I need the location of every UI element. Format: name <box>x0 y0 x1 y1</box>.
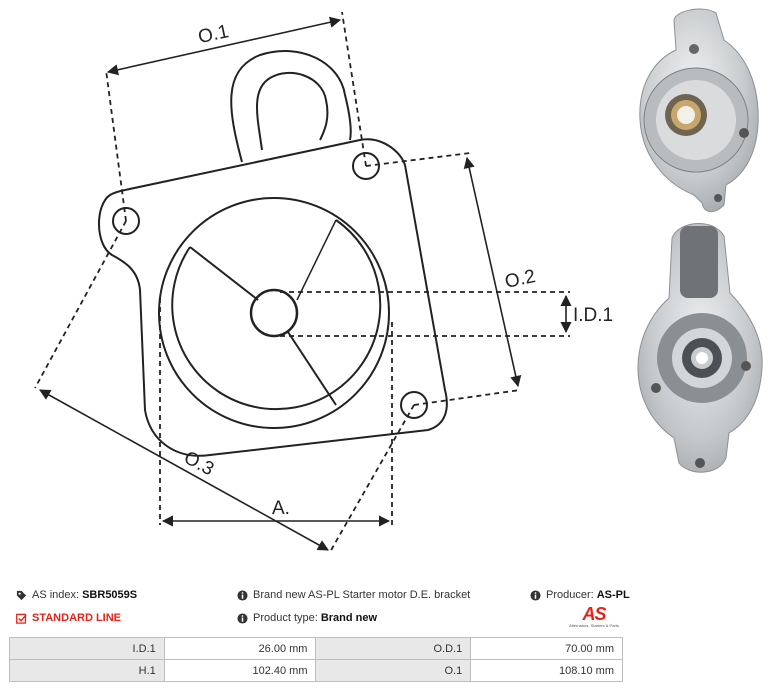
center-bore <box>249 288 299 338</box>
as-index: AS index: SBR5059S <box>16 589 137 601</box>
logo-tagline: Alternators, Starters & Parts <box>569 623 619 628</box>
inner-ring <box>171 219 382 411</box>
product-photo-front <box>639 8 759 212</box>
mount-hole-left <box>112 207 140 235</box>
spec-label: I.D.1 <box>9 637 165 660</box>
product-type: Product type: Brand new <box>237 612 377 624</box>
dim-o3-arrow <box>39 389 329 551</box>
dim-label-o3: O.3 <box>180 447 217 480</box>
info-icon <box>237 612 248 624</box>
spec-table: I.D.1 26.00 mm O.D.1 70.00 mm H.1 102.40… <box>9 637 623 682</box>
producer-label: Producer: <box>546 589 594 601</box>
checkbox-check-icon <box>16 613 27 624</box>
mount-hole-top <box>352 152 380 180</box>
technical-drawing: O.1 O.2 O.3 I.D.1 A. <box>34 11 613 553</box>
as-pl-logo: AS Alternators, Starters & Parts <box>563 605 625 633</box>
info-icon <box>237 589 248 601</box>
product-type-label: Product type: <box>253 612 318 624</box>
description-text: Brand new AS-PL Starter motor D.E. brack… <box>253 589 471 601</box>
spec-label: O.D.1 <box>315 637 472 660</box>
product-type-value: Brand new <box>320 612 378 624</box>
dim-label-a: A. <box>272 498 290 519</box>
table-row: H.1 102.40 mm O.1 108.10 mm <box>9 659 623 682</box>
info-icon <box>530 589 541 601</box>
logo-mark: AS <box>582 604 606 624</box>
outer-ring <box>158 197 390 429</box>
tag-icon <box>16 590 27 600</box>
spec-value: 26.00 mm <box>163 637 317 660</box>
description: Brand new AS-PL Starter motor D.E. brack… <box>237 589 470 601</box>
dim-label-o2: O.2 <box>503 266 537 293</box>
spec-value: 70.00 mm <box>470 637 623 660</box>
producer-value: AS-PL <box>596 589 630 601</box>
dim-o1-arrow <box>106 16 342 76</box>
spec-label: H.1 <box>9 659 165 682</box>
as-index-value: SBR5059S <box>82 589 138 601</box>
producer: Producer: AS-PL <box>530 589 630 601</box>
as-index-label: AS index: <box>32 589 80 601</box>
spec-value: 108.10 mm <box>470 659 623 682</box>
dim-o2-arrow <box>463 156 522 388</box>
mount-hole-bottom <box>400 391 428 419</box>
spec-label: O.1 <box>315 659 472 682</box>
bracket-outline <box>98 50 448 457</box>
standard-line-label: STANDARD LINE <box>32 612 122 624</box>
table-row: I.D.1 26.00 mm O.D.1 70.00 mm <box>9 637 623 660</box>
dim-label-o1: O.1 <box>196 21 230 48</box>
dim-label-id1: I.D.1 <box>573 305 613 326</box>
extension-lines <box>34 11 570 553</box>
spec-value: 102.40 mm <box>163 659 317 682</box>
product-photo-back <box>637 223 763 473</box>
standard-line: STANDARD LINE <box>16 612 121 624</box>
